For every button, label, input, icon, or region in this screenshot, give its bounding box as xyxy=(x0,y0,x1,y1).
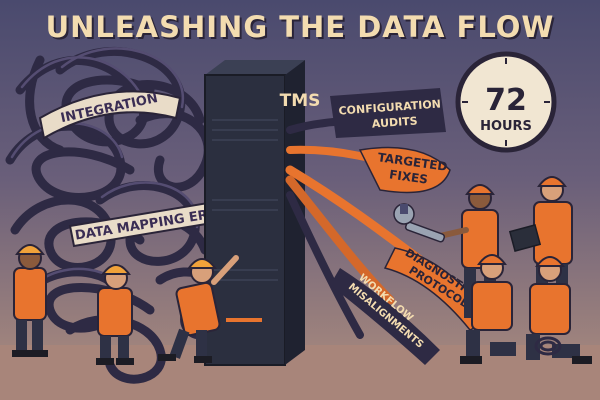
configuration-audits-banner: CONFIGURATION AUDITS xyxy=(330,88,446,138)
server-status-light xyxy=(226,318,262,322)
fixes-label: FIXES xyxy=(388,167,428,186)
worker-right-kneeling-1 xyxy=(460,254,516,364)
clock-icon: 72 HOURS xyxy=(455,51,557,153)
tablet-icon xyxy=(508,224,542,252)
targeted-fixes-banner: TARGETED FIXES xyxy=(358,146,451,194)
clock-unit: HOURS xyxy=(480,119,532,134)
wrench-icon xyxy=(393,203,446,243)
worker-left-1 xyxy=(12,244,48,357)
page-title: UNLEASHING THE DATA FLOW xyxy=(45,10,555,44)
audits-label: AUDITS xyxy=(371,114,418,130)
worker-right-kneeling-2 xyxy=(526,256,592,364)
server-label: TMS xyxy=(280,91,321,111)
worker-left-3 xyxy=(158,255,239,363)
clock-number: 72 xyxy=(485,83,527,118)
worker-left-2 xyxy=(96,264,134,365)
tms-server: TMS xyxy=(204,60,321,366)
cable-coil-icon xyxy=(534,336,562,356)
